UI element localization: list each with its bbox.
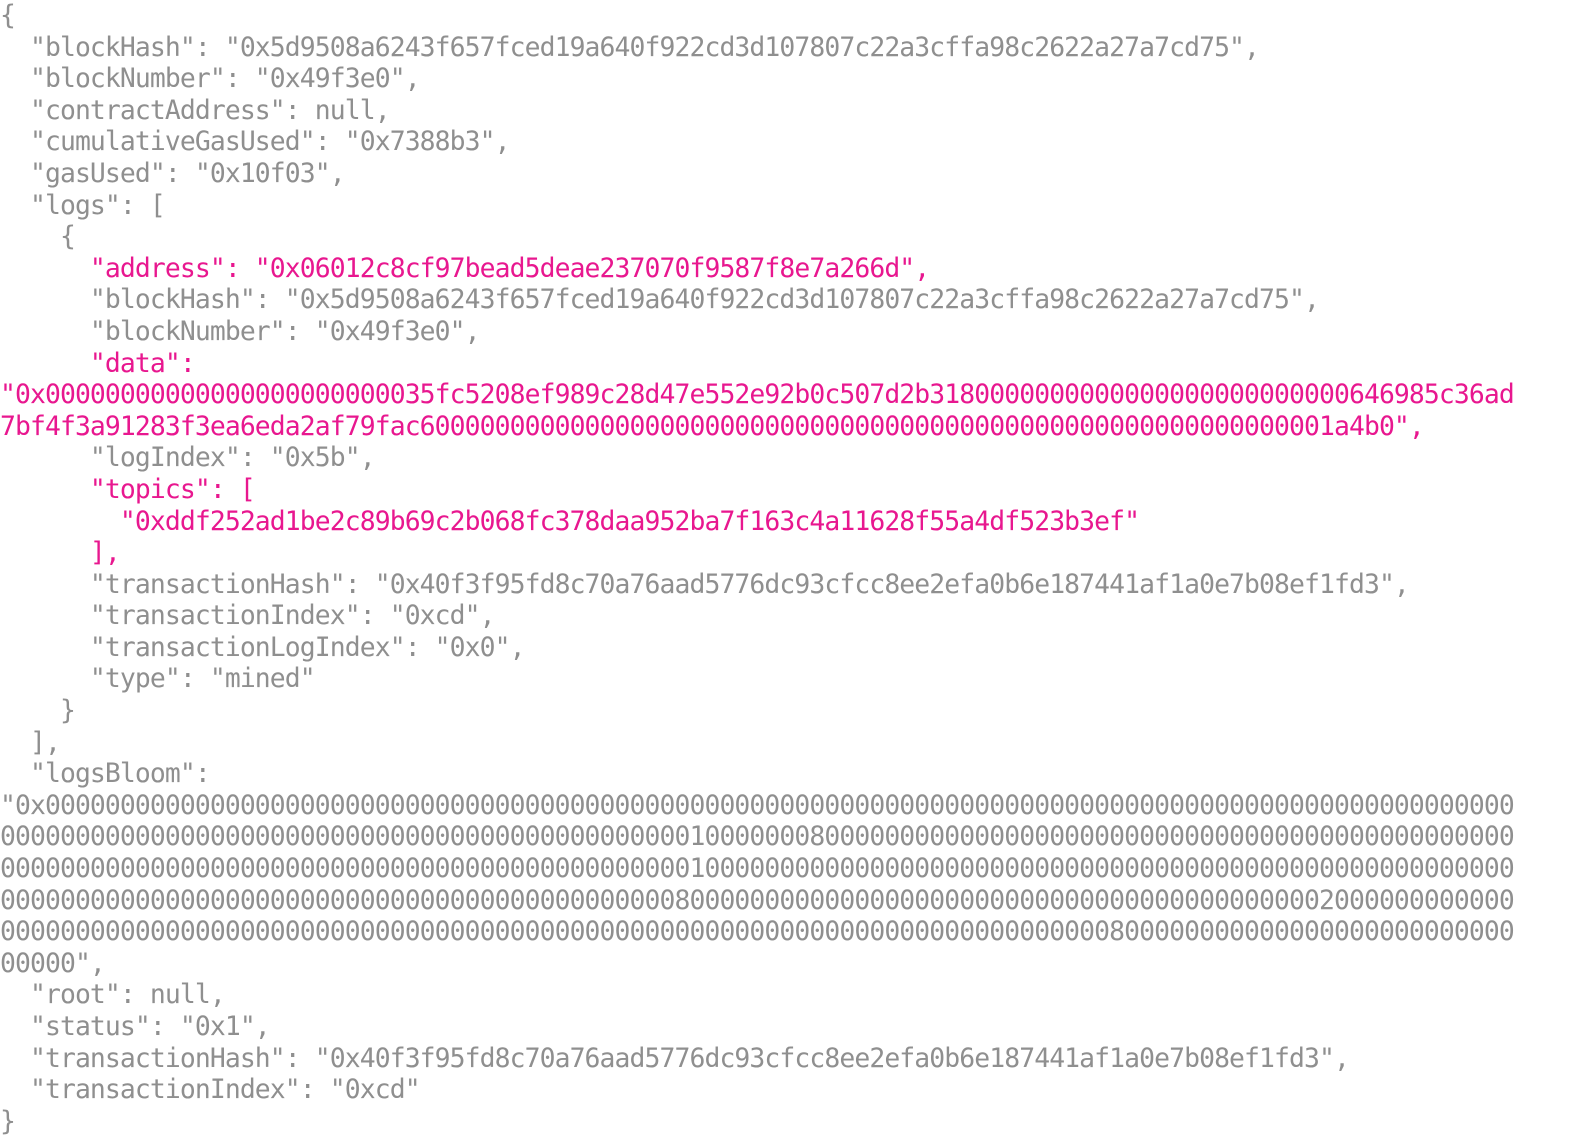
code-line: "transactionHash": "0x40f3f95fd8c70a76aa…	[0, 568, 1410, 600]
code-line: "gasUsed": "0x10f03",	[0, 157, 346, 189]
code-line: "blockHash": "0x5d9508a6243f657fced19a64…	[0, 284, 1320, 316]
code-line: "cumulativeGasUsed": "0x7388b3",	[0, 126, 511, 158]
code-line: "logs": [	[0, 189, 166, 221]
code-line: "blockNumber": "0x49f3e0",	[0, 63, 421, 95]
highlighted-code-line: "data":	[0, 347, 196, 379]
code-line: "root": null,	[0, 979, 226, 1011]
code-line: "contractAddress": null,	[0, 94, 391, 126]
code-line: "status": "0x1",	[0, 1011, 271, 1042]
code-line: "transactionLogIndex": "0x0",	[0, 631, 526, 663]
highlighted-code-line: "topics": [	[0, 473, 256, 505]
code-line: 00000",	[0, 947, 106, 979]
highlighted-code-line: ],	[0, 537, 121, 569]
code-line: {	[0, 221, 76, 253]
code-line: "logsBloom":	[0, 758, 211, 790]
highlighted-code-line: 7bf4f3a91283f3ea6eda2af79fac600000000000…	[0, 410, 1425, 442]
code-line: ],	[0, 726, 61, 758]
code-line: "type": "mined"	[0, 663, 316, 695]
code-line: 0000000000000000000000000000000000000000…	[0, 821, 1515, 853]
code-line: {	[0, 0, 16, 31]
code-line: }	[0, 1105, 16, 1137]
code-line: "transactionHash": "0x40f3f95fd8c70a76aa…	[0, 1042, 1350, 1074]
code-line: "transactionIndex": "0xcd",	[0, 600, 496, 632]
highlighted-code-line: "0x00000000000000000000000035fc5208ef989…	[0, 379, 1515, 411]
code-line: 0000000000000000000000000000000000000000…	[0, 884, 1515, 916]
highlighted-code-line: "address": "0x06012c8cf97bead5deae237070…	[0, 252, 930, 284]
code-line: "transactionIndex": "0xcd"	[0, 1074, 421, 1106]
code-line: "0x0000000000000000000000000000000000000…	[0, 789, 1515, 821]
code-line: }	[0, 695, 76, 727]
code-line: 0000000000000000000000000000000000000000…	[0, 916, 1515, 948]
code-line: "logIndex": "0x5b",	[0, 442, 376, 474]
highlighted-code-line: "0xddf252ad1be2c89b69c2b068fc378daa952ba…	[0, 505, 1140, 537]
code-line: "blockNumber": "0x49f3e0",	[0, 315, 481, 347]
code-line: "blockHash": "0x5d9508a6243f657fced19a64…	[0, 31, 1260, 63]
code-line: 0000000000000000000000000000000000000000…	[0, 853, 1515, 885]
